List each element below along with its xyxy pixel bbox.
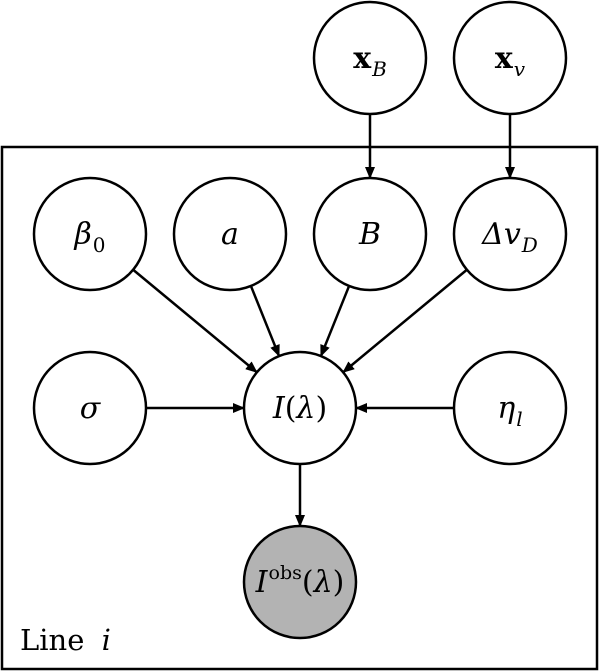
plate-line-i — [0, 145, 599, 671]
node-beta0: β0 — [32, 176, 148, 292]
node-B-circle — [312, 176, 428, 292]
node-xv-label: xv — [495, 41, 526, 81]
node-sigma-label: σ — [80, 391, 102, 426]
node-xB: xB — [312, 0, 428, 116]
edge-dv-to-I — [342, 268, 468, 374]
node-eta-l: ηl — [452, 350, 568, 466]
edges — [132, 114, 515, 527]
node-delta-vD-circle — [452, 176, 568, 292]
node-xB-label: xB — [353, 41, 387, 81]
node-B-label: B — [358, 217, 381, 252]
plate-label-index: i — [102, 623, 111, 657]
node-beta0-circle — [32, 176, 148, 292]
node-a-label: a — [221, 217, 239, 252]
node-beta0-label: β0 — [73, 217, 105, 257]
node-sigma-circle — [32, 350, 148, 466]
plate-label-word: Line — [20, 623, 84, 657]
node-delta-vD: ΔvD — [452, 176, 568, 292]
node-xv-circle — [452, 0, 568, 116]
node-I-obs-lambda: Iobs(λ) — [242, 524, 358, 640]
edge-a-to-I — [249, 285, 281, 357]
plate-label: Line i — [20, 623, 111, 657]
node-a-circle — [172, 176, 288, 292]
node-I-obs-lambda-label: Iobs(λ) — [255, 562, 345, 600]
node-delta-vD-label: ΔvD — [481, 217, 538, 257]
edge-B-to-I — [319, 285, 351, 357]
node-I-lambda-circle — [242, 350, 358, 466]
node-I-obs-lambda-circle — [242, 524, 358, 640]
node-xB-circle — [312, 0, 428, 116]
node-xv: xv — [452, 0, 568, 116]
node-B: B — [312, 176, 428, 292]
node-a: a — [172, 176, 288, 292]
node-sigma: σ — [32, 350, 148, 466]
edge-b0-to-I — [132, 268, 258, 374]
node-I-lambda: I(λ) — [242, 350, 358, 466]
node-I-lambda-label: I(λ) — [272, 391, 327, 426]
node-eta-l-circle — [452, 350, 568, 466]
node-eta-l-label: ηl — [497, 391, 522, 431]
